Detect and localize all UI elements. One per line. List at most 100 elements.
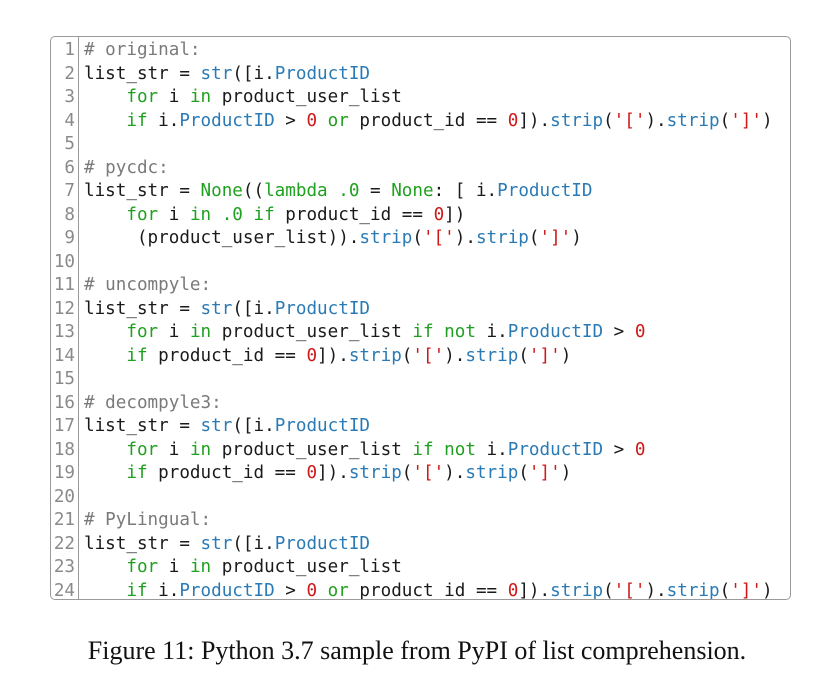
code-token: ([i. xyxy=(232,298,275,319)
code-token: strip xyxy=(348,463,402,483)
line-number: 1 xyxy=(64,40,75,60)
code-token: i xyxy=(158,87,190,107)
code-token: lambda xyxy=(264,181,328,201)
code-token: if xyxy=(126,580,148,600)
line-number: 9 xyxy=(64,228,75,248)
code-token xyxy=(317,111,328,131)
line-number: 14 xyxy=(53,345,75,366)
code-token xyxy=(328,181,339,201)
code-token: ]) xyxy=(444,204,466,225)
code-token: if xyxy=(412,322,434,342)
code-token: in xyxy=(189,557,212,577)
code-token: ) xyxy=(761,580,773,600)
code-token: i. xyxy=(475,439,508,460)
code-token xyxy=(84,87,126,107)
code-token: .0 xyxy=(338,181,360,201)
code-token: 0 xyxy=(433,204,445,225)
code-token: 0 xyxy=(507,580,519,600)
code-token: ( xyxy=(401,345,413,366)
code-line: 20 xyxy=(51,486,790,510)
code-token: ProductID xyxy=(179,110,275,131)
code-text: if product_id == 0]).strip('[').strip(']… xyxy=(84,345,571,369)
code-token: not xyxy=(444,322,476,342)
code-token: str xyxy=(200,533,233,554)
code-token: ProductID xyxy=(274,533,371,554)
code-token: ([i. xyxy=(232,63,275,84)
code-text: # pycdc: xyxy=(84,157,169,181)
code-token: in xyxy=(189,439,212,460)
code-token: product_user_list xyxy=(211,439,413,460)
line-number: 15 xyxy=(53,369,75,389)
code-token: ). xyxy=(645,110,667,131)
code-token: ( xyxy=(518,345,529,366)
code-token: for xyxy=(126,87,159,107)
code-token: 0 xyxy=(634,322,646,342)
code-token: > xyxy=(603,439,635,460)
code-line: 23 for i in product_user_list xyxy=(51,556,790,580)
code-token: str xyxy=(200,63,233,84)
code-token xyxy=(84,463,126,483)
code-text: for i in product_user_list xyxy=(84,556,401,580)
code-token: product_id == xyxy=(147,345,307,366)
code-token: 0 xyxy=(306,463,318,483)
code-token: # decompyle3: xyxy=(84,392,222,413)
code-token: product_id == xyxy=(147,463,307,483)
code-token: (( xyxy=(242,181,265,201)
code-line: 11# uncompyle: xyxy=(51,274,790,298)
code-text: # PyLingual: xyxy=(84,509,211,533)
line-number: 19 xyxy=(53,463,75,483)
line-number: 23 xyxy=(53,557,75,577)
code-token: strip xyxy=(550,110,604,131)
line-number: 22 xyxy=(53,533,75,554)
code-token xyxy=(243,205,254,225)
line-number: 17 xyxy=(53,416,75,436)
code-token: ']' xyxy=(539,228,572,248)
code-line: 10 xyxy=(51,251,790,275)
line-number: 6 xyxy=(64,157,75,178)
code-token: ( xyxy=(603,580,614,600)
code-token: ([i. xyxy=(232,416,275,436)
line-number: 3 xyxy=(64,87,75,107)
code-token: ( xyxy=(518,463,529,483)
code-line: 1# original: xyxy=(51,39,790,63)
code-line: 16# decompyle3: xyxy=(51,392,790,416)
line-number: 7 xyxy=(64,181,75,201)
code-token: product_id == xyxy=(348,580,508,600)
code-token: ]). xyxy=(317,345,349,366)
code-token: if xyxy=(126,345,148,366)
code-line: 5 xyxy=(51,133,790,157)
code-token: ). xyxy=(444,463,466,483)
code-token: ( xyxy=(719,110,731,131)
code-token xyxy=(84,111,126,131)
code-text: for i in product_user_list if not i.Prod… xyxy=(84,321,645,345)
code-token: ) xyxy=(560,463,572,483)
code-token: 0 xyxy=(507,110,519,131)
code-token: = xyxy=(359,181,392,201)
code-token: in xyxy=(189,204,212,225)
code-text: if i.ProductID > 0 or product_id == 0]).… xyxy=(84,110,772,134)
code-token: ( xyxy=(719,580,731,600)
code-token: i. xyxy=(147,110,180,131)
code-line: 13 for i in product_user_list if not i.P… xyxy=(51,321,790,345)
code-line: 6 # pycdc: xyxy=(51,157,790,181)
code-token: '[' xyxy=(412,463,445,483)
code-token: strip xyxy=(348,345,402,366)
code-token: strip xyxy=(666,580,720,600)
line-number: 20 xyxy=(53,486,75,507)
code-token: > xyxy=(274,110,307,131)
code-token: ( xyxy=(528,228,540,248)
code-token: 0 xyxy=(634,439,646,460)
code-token: ) xyxy=(560,345,572,366)
code-text: list_str = str([i.ProductID xyxy=(84,63,370,87)
code-token: > xyxy=(603,322,635,342)
code-token: (product_user_list)). xyxy=(84,228,360,248)
code-line: 14 if product_id == 0]).strip('[').strip… xyxy=(51,345,790,369)
code-token: ]). xyxy=(317,463,349,483)
code-text: for i in product_user_list xyxy=(84,86,401,110)
line-number: 11 xyxy=(53,275,75,295)
code-token: not xyxy=(444,439,476,460)
code-text: # decompyle3: xyxy=(84,392,222,416)
